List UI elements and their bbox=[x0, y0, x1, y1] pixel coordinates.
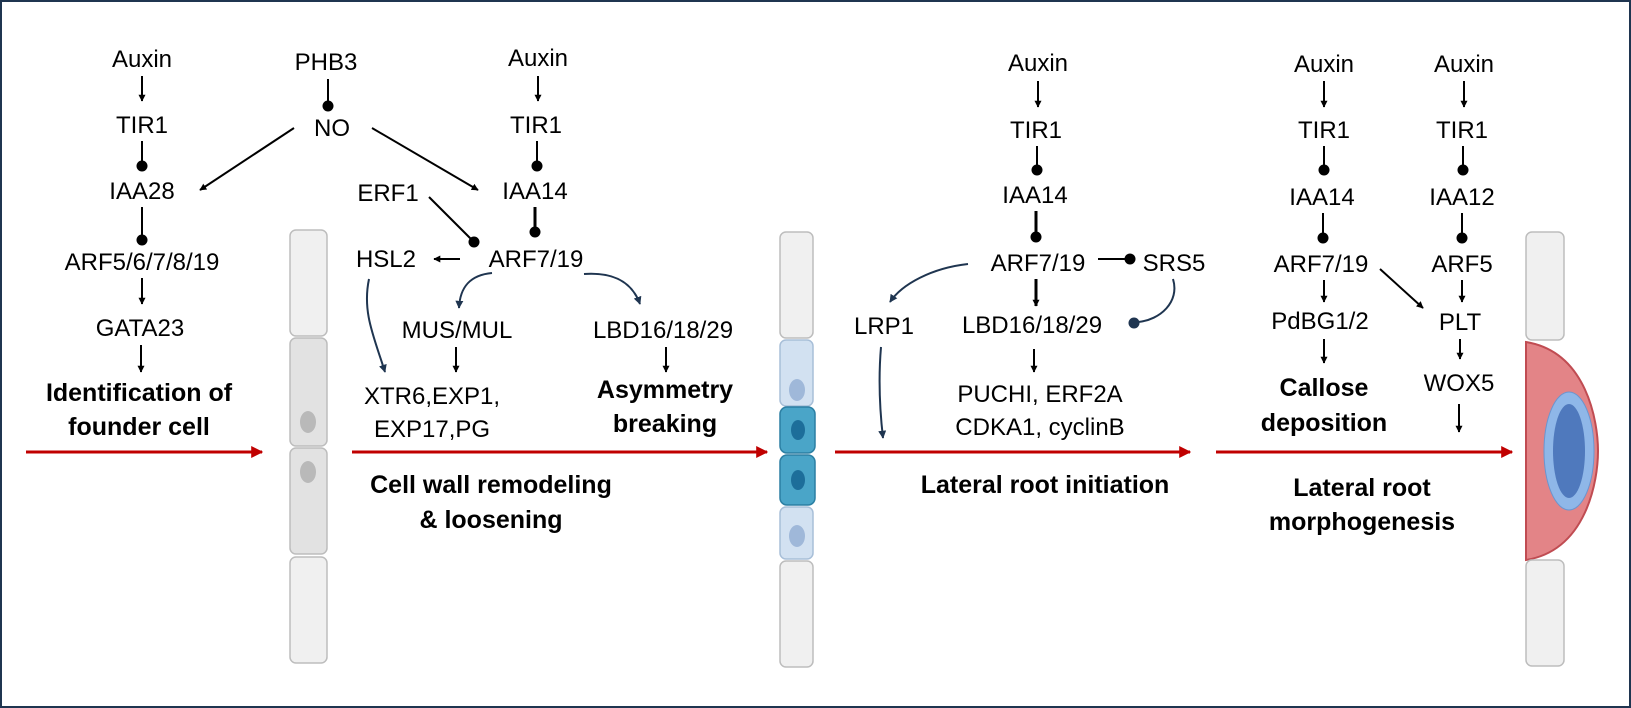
lbd-label: LBD16/18/29 bbox=[962, 312, 1102, 339]
stage-2: PHB3 NO Auxin TIR1 IAA14 ERF1 HSL2 ARF7/… bbox=[199, 45, 733, 534]
cell bbox=[1525, 231, 1565, 341]
wox5-label: WOX5 bbox=[1424, 370, 1495, 397]
auxin-label: Auxin bbox=[1434, 51, 1494, 78]
stage-4-title-line2: morphogenesis bbox=[1269, 508, 1455, 536]
stage-1-title-line2: founder cell bbox=[68, 413, 210, 441]
arf-label: ARF7/19 bbox=[991, 250, 1086, 277]
arf-label: ARF7/19 bbox=[1274, 251, 1369, 278]
plt-label: PLT bbox=[1439, 309, 1482, 336]
nucleus bbox=[791, 470, 805, 490]
lbd-label: LBD16/18/29 bbox=[593, 317, 733, 344]
nucleus bbox=[789, 379, 805, 401]
stage-2-title-line2: & loosening bbox=[419, 506, 562, 534]
stage-1: Auxin TIR1 IAA28 ARF5/6/7/8/19 GATA23 Id… bbox=[46, 46, 233, 441]
iaa12-label: IAA12 bbox=[1429, 184, 1494, 211]
cell bbox=[289, 229, 328, 337]
gata23-label: GATA23 bbox=[96, 315, 184, 342]
stage-3: Auxin TIR1 IAA14 ARF7/19 SRS5 LBD16/18/2… bbox=[854, 50, 1205, 499]
tir1-label: TIR1 bbox=[1010, 117, 1062, 144]
cell bbox=[289, 337, 328, 447]
iaa14-label: IAA14 bbox=[1002, 182, 1067, 209]
primordium-core-inner bbox=[1553, 404, 1585, 498]
stage-4-title-line1: Lateral root bbox=[1293, 474, 1431, 502]
iaa14-label: IAA14 bbox=[1289, 184, 1354, 211]
stage-4: Auxin TIR1 IAA14 ARF7/19 PdBG1/2 Callose… bbox=[1261, 51, 1495, 536]
pdbg-label: PdBG1/2 bbox=[1271, 308, 1368, 335]
cell bbox=[779, 560, 814, 668]
erf1-label: ERF1 bbox=[357, 180, 418, 207]
cell-column-1 bbox=[289, 229, 328, 664]
cdka-label: CDKA1, cyclinB bbox=[955, 414, 1124, 441]
callose-label-line1: Callose bbox=[1280, 374, 1369, 402]
nucleus bbox=[300, 461, 316, 483]
callose-label-line2: deposition bbox=[1261, 409, 1387, 437]
xtr-label-line2: EXP17,PG bbox=[374, 416, 490, 443]
arf-label: ARF7/19 bbox=[489, 246, 584, 273]
asymmetry-label-line2: breaking bbox=[613, 410, 717, 438]
asymmetry-label-line1: Asymmetry bbox=[597, 376, 733, 404]
cell bbox=[289, 447, 328, 555]
cell-column-2 bbox=[779, 231, 816, 668]
arf-label: ARF5/6/7/8/19 bbox=[65, 249, 220, 276]
auxin-label: Auxin bbox=[112, 46, 172, 73]
phb3-label: PHB3 bbox=[295, 49, 358, 76]
hsl2-label: HSL2 bbox=[356, 246, 416, 273]
lrp1-label: LRP1 bbox=[854, 313, 914, 340]
mus-mul-label: MUS/MUL bbox=[402, 317, 513, 344]
stage-1-title-line1: Identification of bbox=[46, 379, 233, 407]
nucleus bbox=[791, 420, 805, 440]
stage-3-title: Lateral root initiation bbox=[921, 471, 1170, 499]
no-label: NO bbox=[314, 115, 350, 142]
xtr-label-line1: XTR6,EXP1, bbox=[364, 383, 500, 410]
stage-2-title-line1: Cell wall remodeling bbox=[370, 471, 612, 499]
srs5-label: SRS5 bbox=[1143, 250, 1206, 277]
auxin-label: Auxin bbox=[508, 45, 568, 72]
tir1-label: TIR1 bbox=[510, 112, 562, 139]
iaa14-label: IAA14 bbox=[502, 178, 567, 205]
cell bbox=[1525, 559, 1565, 667]
cell bbox=[779, 231, 814, 339]
auxin-label: Auxin bbox=[1008, 50, 1068, 77]
tir1-label: TIR1 bbox=[1298, 117, 1350, 144]
arf5-label: ARF5 bbox=[1431, 251, 1492, 278]
cell-column-3 bbox=[1525, 231, 1600, 667]
auxin-label: Auxin bbox=[1294, 51, 1354, 78]
tir1-label: TIR1 bbox=[116, 112, 168, 139]
tir1-label: TIR1 bbox=[1436, 117, 1488, 144]
iaa28-label: IAA28 bbox=[109, 178, 174, 205]
puchi-label: PUCHI, ERF2A bbox=[957, 381, 1122, 408]
cell bbox=[289, 556, 328, 664]
nucleus bbox=[300, 411, 316, 433]
nucleus bbox=[789, 525, 805, 547]
